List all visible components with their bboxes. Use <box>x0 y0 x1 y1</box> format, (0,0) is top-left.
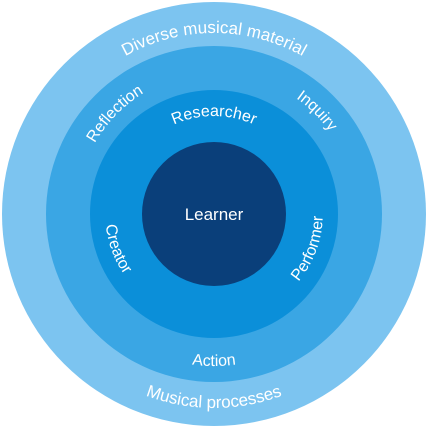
label-learner: Learner <box>185 205 244 224</box>
label-action: Action <box>191 352 236 370</box>
ring-core <box>142 142 286 286</box>
svg-text:Action: Action <box>191 352 236 370</box>
